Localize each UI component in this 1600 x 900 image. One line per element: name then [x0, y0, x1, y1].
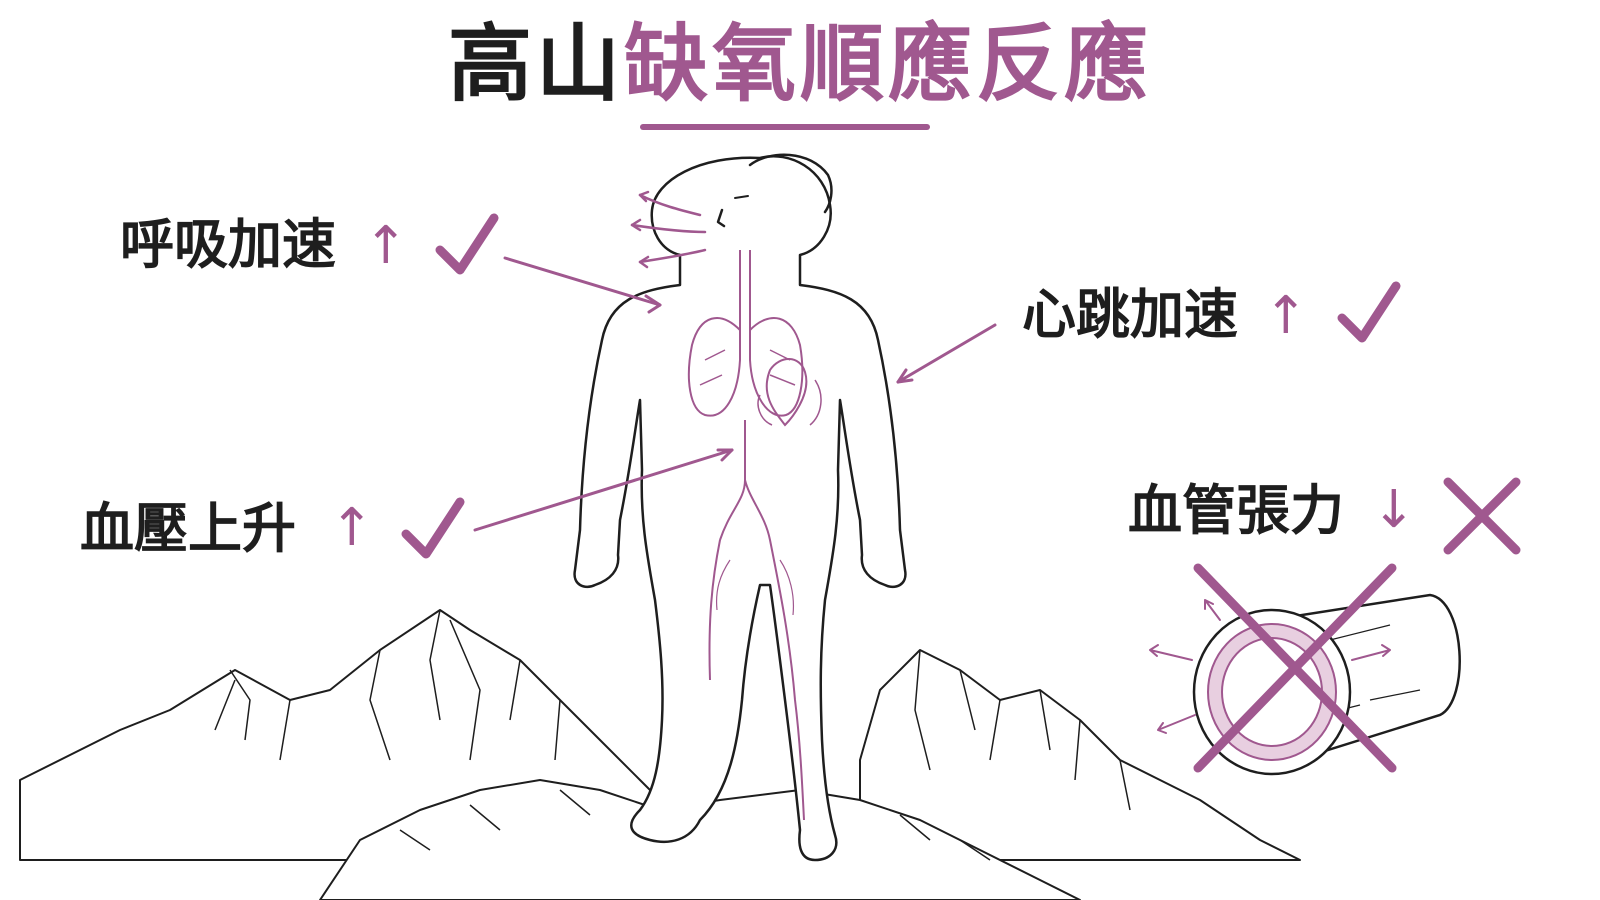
page-title: 高山缺氧順應反應	[0, 22, 1600, 106]
check-mark-icon	[1337, 281, 1401, 343]
pointer-heartrate	[896, 323, 997, 384]
lungs-icon	[687, 317, 804, 417]
internal-organs	[687, 250, 822, 821]
pointer-breathing	[503, 256, 662, 307]
breath-arrows-icon	[630, 190, 707, 269]
aorta	[708, 420, 805, 821]
up-arrow-icon: ↑	[364, 216, 408, 276]
human-figure	[573, 153, 907, 862]
blood-vessel-icon	[1149, 563, 1461, 776]
heart-icon	[765, 358, 808, 427]
pointer-arrows	[473, 256, 997, 532]
vessel-cross-icon	[1193, 563, 1397, 773]
response-label-breathing: 呼吸加速	[120, 213, 336, 276]
mountains-illustration	[19, 609, 1301, 900]
title-plain: 高山	[447, 15, 624, 113]
check-mark-icon	[435, 213, 499, 275]
check-mark-icon	[401, 497, 465, 559]
pointer-bloodpressure	[473, 448, 734, 532]
title-underline	[640, 124, 930, 130]
title-accent: 缺氧順應反應	[624, 15, 1153, 113]
response-label-bloodpressure: 血壓上升	[80, 497, 296, 560]
up-arrow-icon: ↑	[1264, 286, 1308, 346]
trachea	[739, 250, 751, 330]
up-arrow-icon: ↑	[330, 498, 374, 558]
cross-mark-icon	[1443, 477, 1521, 555]
response-label-vasculartone: 血管張力	[1128, 479, 1344, 542]
down-arrow-icon: ↓	[1372, 480, 1416, 540]
response-label-heartrate: 心跳加速	[1022, 283, 1238, 346]
